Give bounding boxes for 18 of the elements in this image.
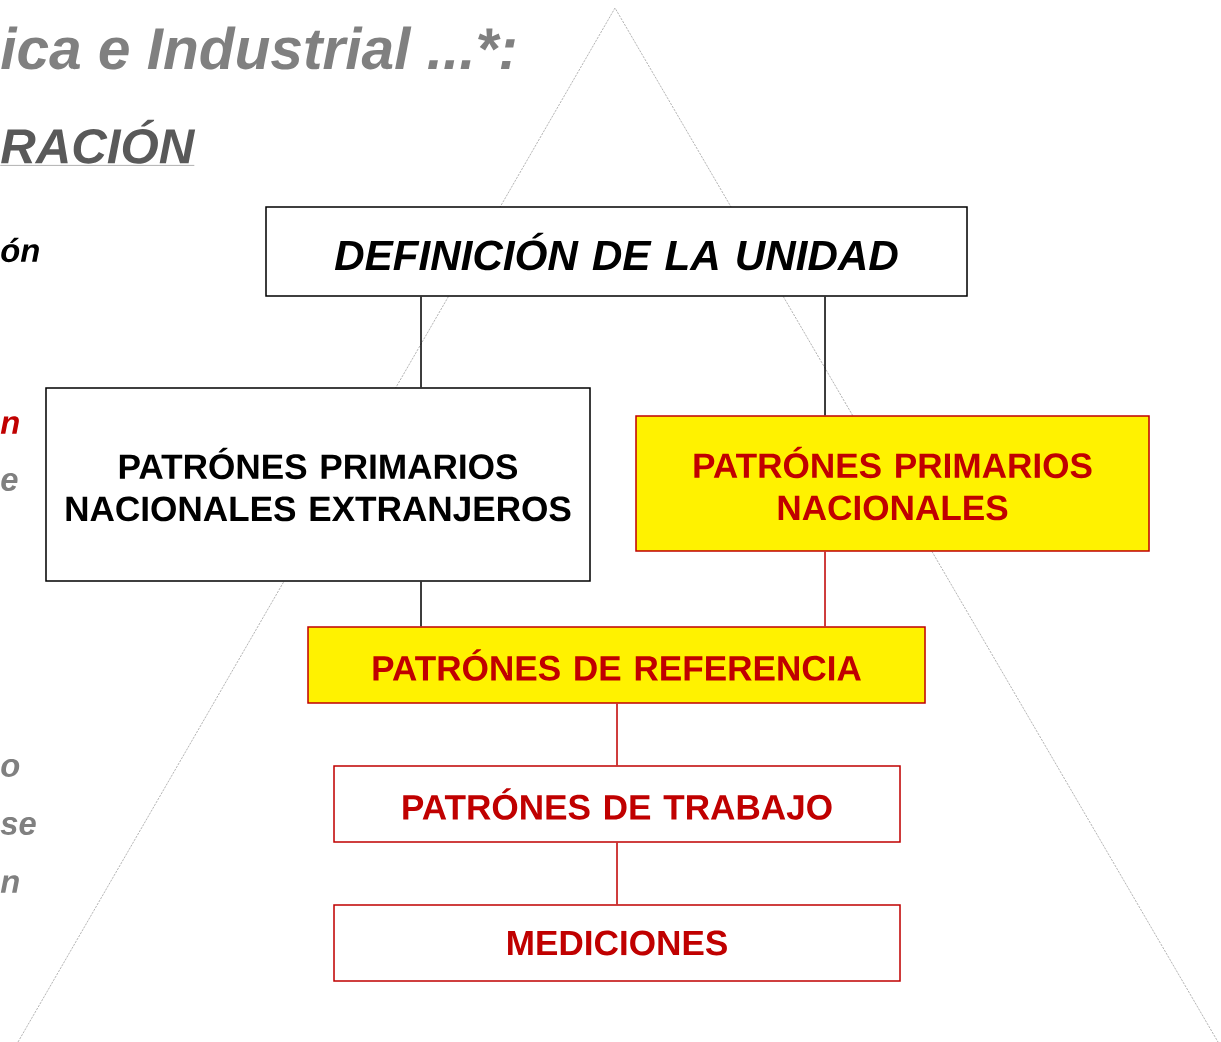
hierarchy-box: MEDICIONES (333, 904, 901, 982)
hierarchy-box: PATRÓNES DE TRABAJO (333, 765, 901, 843)
connector-line (420, 296, 422, 388)
connector-line (824, 551, 826, 627)
text-fragment: n (0, 875, 19, 893)
text-fragment: ica e Industrial ...*: (1, 26, 515, 70)
connector-line (420, 581, 422, 627)
text-fragment: ón (1, 237, 39, 263)
connector-line (824, 296, 826, 416)
text-fragment: se (0, 817, 36, 835)
text-fragment: o (1, 759, 20, 777)
connector-line (616, 842, 618, 905)
hierarchy-box: PATRÓNES PRIMARIOS NACIONALES (635, 415, 1150, 552)
hierarchy-box: PATRÓNES DE REFERENCIA (307, 626, 926, 704)
connector-line (616, 703, 618, 766)
text-fragment: RACIÓN (0, 119, 196, 166)
hierarchy-box: PATRÓNES PRIMARIOS NACIONALES EXTRANJEROS (45, 387, 591, 582)
hierarchy-box: DEFINICIÓN DE LA UNIDAD (265, 206, 968, 297)
